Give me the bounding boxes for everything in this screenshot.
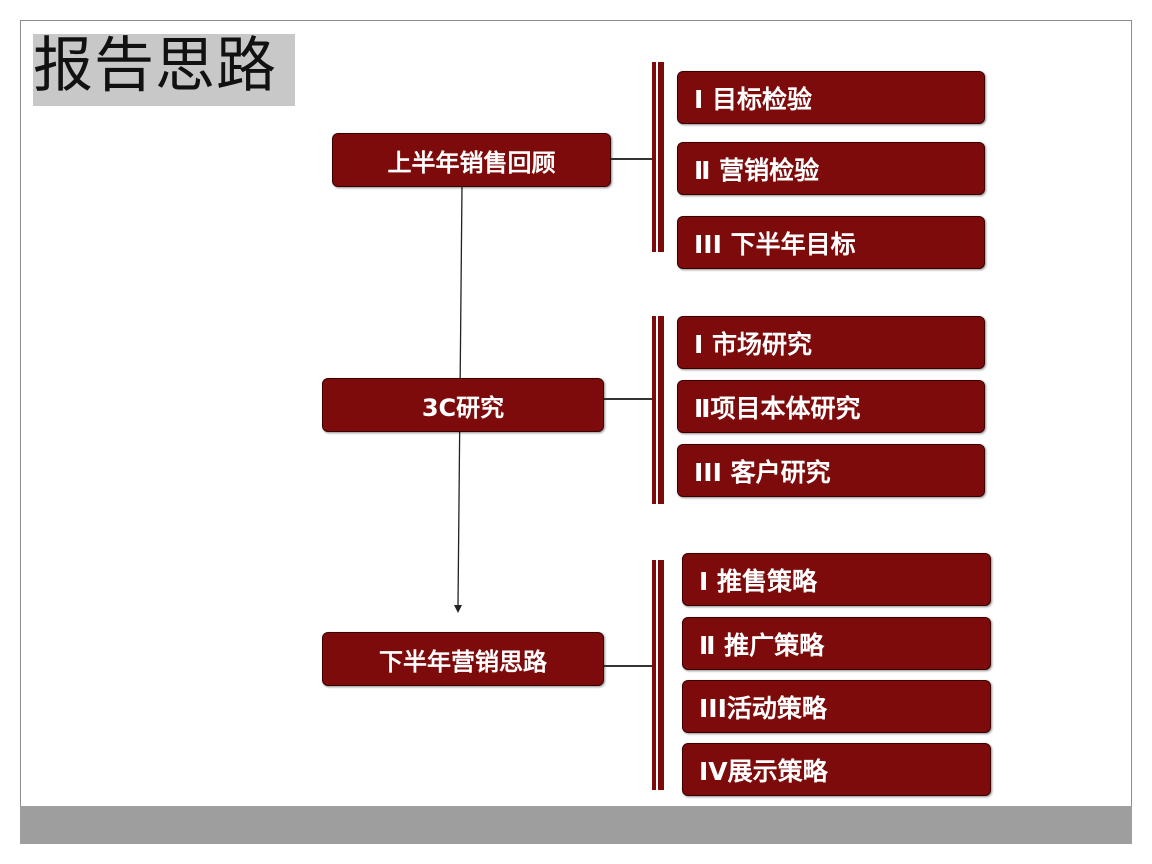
sub-item: III 下半年目标 (677, 216, 985, 269)
slide-title: 报告思路 (33, 31, 277, 101)
section-node-review: 上半年销售回顾 (332, 133, 611, 187)
footer-bar (20, 806, 1132, 844)
bracket-bar (658, 560, 664, 790)
sub-item: III活动策略 (682, 680, 991, 733)
sub-item: Ⅰ 推售策略 (682, 553, 991, 606)
bracket-bar (658, 316, 664, 504)
connector-line (604, 398, 652, 400)
bracket-bar (658, 62, 664, 252)
section-node-marketing: 下半年营销思路 (322, 632, 604, 686)
title-background (33, 34, 295, 106)
section-node-3c-research: 3C研究 (322, 378, 604, 432)
sub-item: Ⅱ项目本体研究 (677, 380, 985, 433)
sub-item: Ⅱ 营销检验 (677, 142, 985, 195)
sub-item: I 市场研究 (677, 316, 985, 369)
sub-item: Ⅱ 推广策略 (682, 617, 991, 670)
connector-line (604, 665, 652, 667)
sub-item: IV展示策略 (682, 743, 991, 796)
sub-item: Ⅰ 目标检验 (677, 71, 985, 124)
bracket-bar (652, 316, 656, 504)
sub-item: III 客户研究 (677, 444, 985, 497)
bracket-bar (652, 62, 656, 252)
bracket-bar (652, 560, 656, 790)
connector-line (611, 158, 652, 160)
